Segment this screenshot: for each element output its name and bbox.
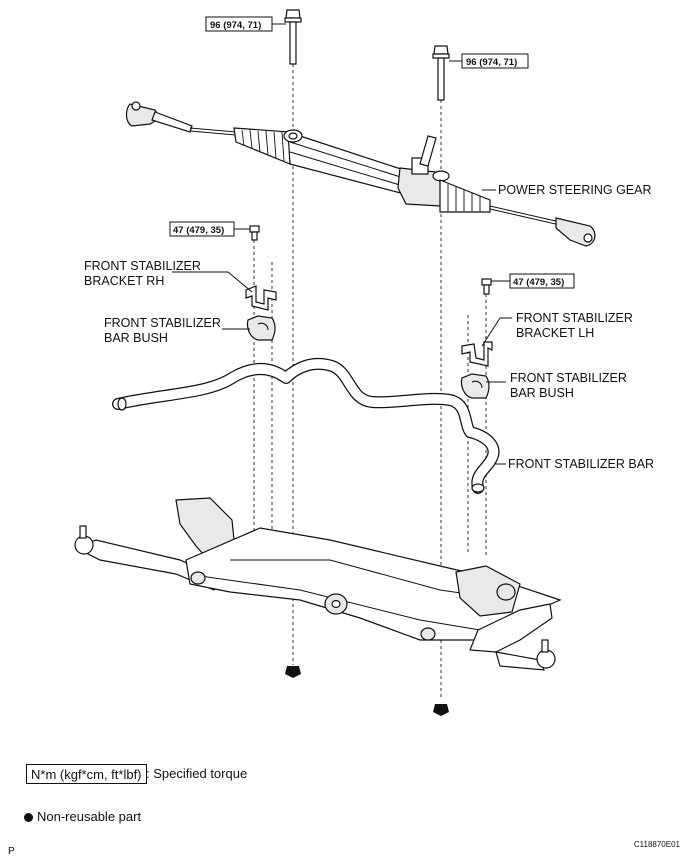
bracket-bolt-rh (249, 225, 260, 241)
suspension-crossmember (74, 497, 562, 671)
non-reusable-legend: Non-reusable part (24, 808, 141, 826)
torque-label: 96 (974, 71) (210, 20, 261, 31)
torque-label: 96 (974, 71) (466, 57, 517, 68)
torque-label: 47 (479, 35) (513, 277, 564, 288)
stabilizer-bracket-lh (461, 341, 493, 367)
page-letter: P (8, 846, 15, 857)
svg-text:BAR BUSH: BAR BUSH (510, 386, 574, 400)
torque-box-bracket-lh: 47 (479, 35) (491, 273, 575, 289)
bracket-bolt-lh (481, 278, 492, 295)
label-power-steering-gear: POWER STEERING GEAR (482, 183, 652, 197)
svg-text:BRACKET RH: BRACKET RH (84, 274, 164, 288)
svg-text:BRACKET LH: BRACKET LH (516, 326, 594, 340)
non-reusable-text: Non-reusable part (37, 809, 142, 824)
torque-unit-description: : Specified torque (146, 766, 248, 781)
torque-box-gear-rh: 96 (974, 71) (205, 16, 286, 32)
figure-code: C118870E01 (633, 840, 680, 849)
stabilizer-bush-rh (246, 315, 276, 341)
stabilizer-bracket-rh (245, 285, 277, 311)
torque-box-bracket-rh: 47 (479, 35) (169, 221, 250, 237)
label-bush-lh: FRONT STABILIZER BAR BUSH (486, 371, 627, 400)
gear-bolt-lh (432, 45, 450, 101)
non-reusable-icon (24, 813, 33, 822)
label-bush-rh: FRONT STABILIZER BAR BUSH (104, 316, 250, 345)
label-bracket-lh: FRONT STABILIZER BRACKET LH (481, 311, 633, 347)
label-bracket-rh: FRONT STABILIZER BRACKET RH (84, 259, 253, 293)
power-steering-gear (125, 101, 596, 247)
non-reusable-nut-lh (433, 704, 449, 716)
torque-label: 47 (479, 35) (173, 225, 224, 236)
torque-unit-box: N*m (kgf*cm, ft*lbf) (26, 764, 147, 784)
front-stabilizer-bar (112, 357, 500, 494)
svg-text:FRONT STABILIZER: FRONT STABILIZER (510, 371, 627, 385)
label-stabilizer-bar: FRONT STABILIZER BAR (494, 457, 654, 471)
non-reusable-nut-rh (285, 666, 301, 678)
gear-bolt-rh (284, 9, 302, 65)
svg-text:FRONT STABILIZER: FRONT STABILIZER (516, 311, 633, 325)
svg-text:FRONT STABILIZER BAR: FRONT STABILIZER BAR (508, 457, 654, 471)
svg-text:FRONT STABILIZER: FRONT STABILIZER (84, 259, 201, 273)
torque-box-gear-lh: 96 (974, 71) (449, 53, 529, 69)
svg-text:POWER STEERING GEAR: POWER STEERING GEAR (498, 183, 652, 197)
svg-text:BAR BUSH: BAR BUSH (104, 331, 168, 345)
svg-text:FRONT STABILIZER: FRONT STABILIZER (104, 316, 221, 330)
stabilizer-bush-lh (460, 373, 490, 399)
